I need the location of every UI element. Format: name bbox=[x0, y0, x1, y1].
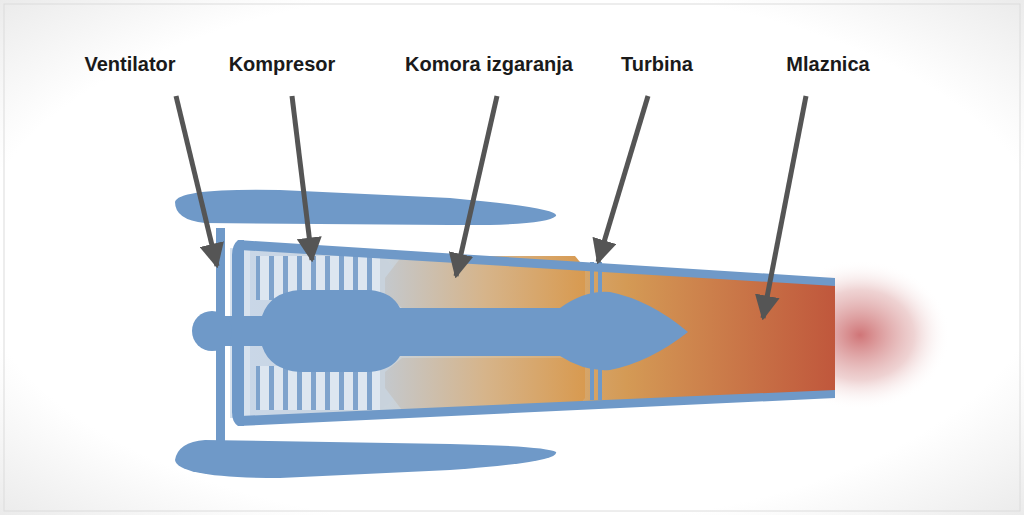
leader-arrow bbox=[456, 96, 497, 276]
spinner bbox=[192, 311, 232, 351]
nacelle-bottom bbox=[175, 440, 556, 478]
leader-arrow bbox=[598, 96, 648, 262]
leader-arrow bbox=[292, 96, 312, 260]
frame bbox=[4, 4, 1020, 511]
leader-arrow bbox=[763, 96, 806, 318]
part-label: Turbina bbox=[621, 52, 693, 76]
part-label: Komora izgaranja bbox=[405, 52, 573, 76]
combustor-can bbox=[385, 358, 585, 410]
shaft-hub bbox=[210, 290, 688, 372]
leader-arrow bbox=[176, 96, 217, 266]
turbine-blade bbox=[590, 368, 594, 400]
core-casing-top bbox=[238, 240, 835, 286]
compressor-blades bbox=[256, 366, 380, 410]
core-casing-bottom bbox=[238, 390, 835, 426]
nacelle-top bbox=[175, 190, 556, 225]
core-casing-lip bbox=[232, 240, 244, 426]
part-label: Kompresor bbox=[229, 52, 336, 76]
part-label: Mlaznica bbox=[786, 52, 869, 76]
turbine-blade bbox=[598, 368, 602, 400]
part-label: Ventilator bbox=[84, 52, 175, 76]
